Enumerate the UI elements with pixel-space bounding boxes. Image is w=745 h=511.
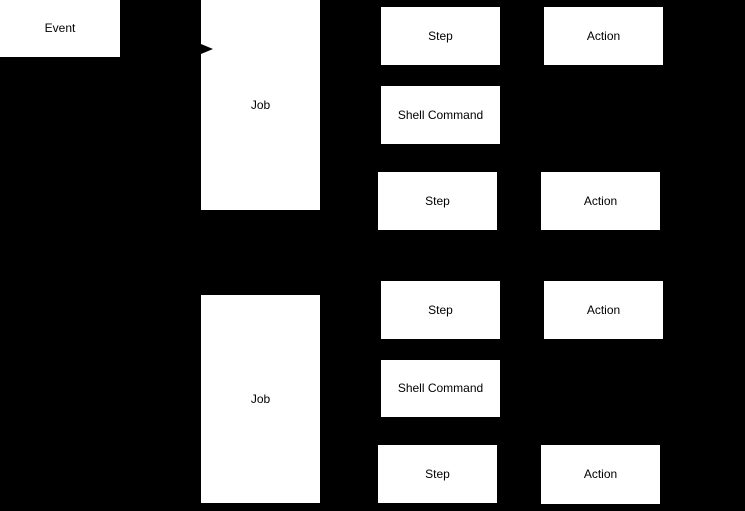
event-to-job-connector-line [120, 48, 202, 50]
node-action-2: Action [541, 172, 660, 230]
node-job-2-label: Job [250, 391, 271, 406]
node-action-3-label: Action [586, 302, 621, 317]
node-shell-command-1: Shell Command [381, 86, 500, 144]
node-step-4: Step [378, 445, 497, 503]
node-step-1-label: Step [428, 28, 453, 43]
node-action-1: Action [544, 7, 663, 65]
node-event-label: Event [44, 21, 76, 36]
node-shell-command-2-label: Shell Command [397, 381, 484, 396]
node-step-3-label: Step [428, 302, 453, 317]
node-action-3: Action [544, 281, 663, 339]
node-action-4: Action [541, 445, 660, 504]
right-arrowhead-icon [201, 44, 213, 54]
node-job-1: Job [201, 0, 320, 210]
node-step-2: Step [378, 172, 497, 230]
node-action-1-label: Action [586, 28, 621, 43]
node-shell-command-1-label: Shell Command [397, 107, 484, 122]
node-action-4-label: Action [583, 467, 618, 482]
node-step-4-label: Step [425, 466, 450, 481]
node-job-1-label: Job [250, 97, 271, 112]
node-step-3: Step [381, 281, 500, 339]
node-action-2-label: Action [583, 193, 618, 208]
node-shell-command-2: Shell Command [381, 360, 500, 417]
node-step-2-label: Step [425, 193, 450, 208]
node-step-1: Step [381, 7, 500, 65]
node-event: Event [0, 0, 120, 57]
node-job-2: Job [201, 295, 320, 503]
